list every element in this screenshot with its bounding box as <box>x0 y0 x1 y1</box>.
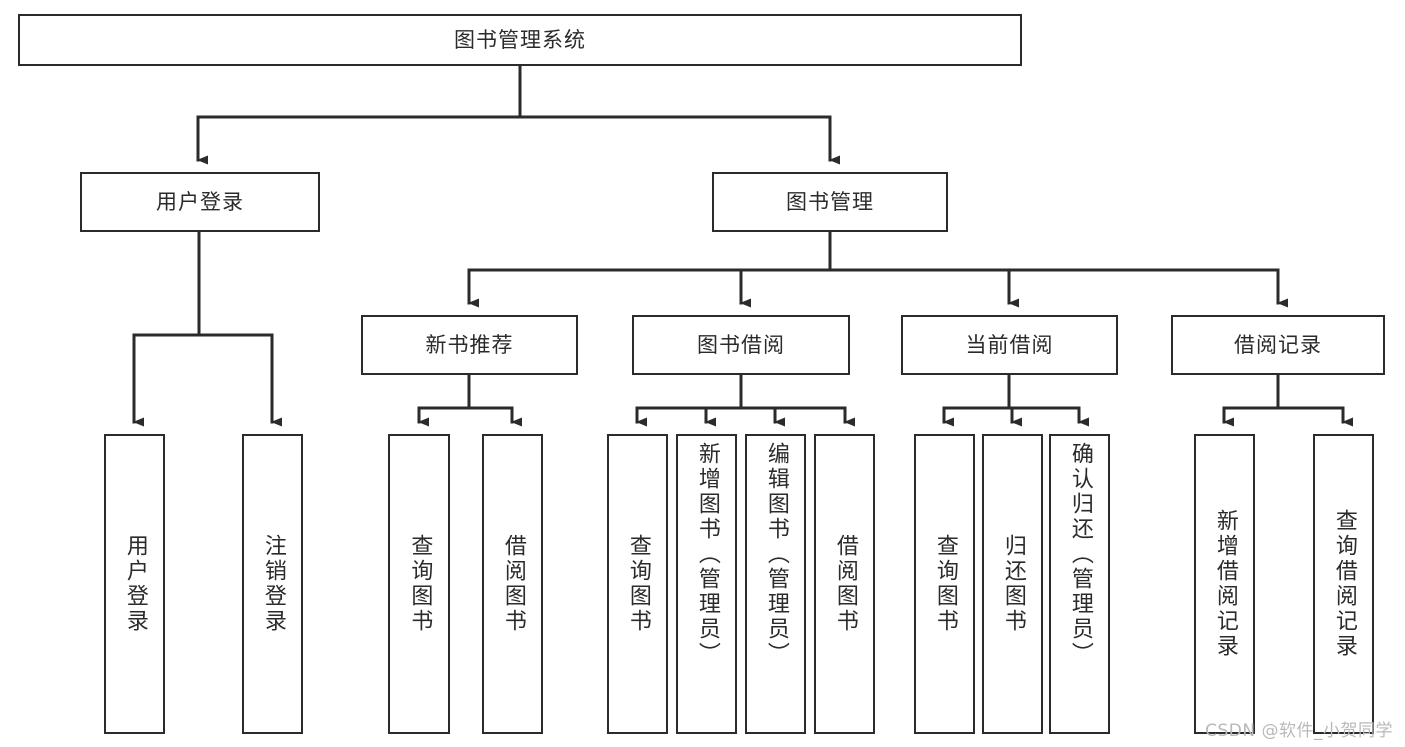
node-leaf-user-login[interactable]: 用户登录 <box>104 434 165 734</box>
node-leaf-borrow-book-1[interactable]: 借阅图书 <box>482 434 543 734</box>
node-leaf-borrow-book-2[interactable]: 借阅图书 <box>814 434 875 734</box>
csdn-watermark: CSDN @软件_小贺同学 <box>1205 721 1393 741</box>
node-book-manage-label: 图书管理 <box>786 189 874 214</box>
node-leaf-query-book-3-label: 查询图书 <box>932 534 958 634</box>
node-new-book-recommend[interactable]: 新书推荐 <box>361 315 578 375</box>
node-current-borrow-label: 当前借阅 <box>965 332 1054 357</box>
node-leaf-return-book[interactable]: 归还图书 <box>982 434 1043 734</box>
node-leaf-confirm-return-label: 确认归还（管理员） <box>1067 442 1093 667</box>
node-book-manage[interactable]: 图书管理 <box>712 172 948 232</box>
node-leaf-user-login-label: 用户登录 <box>122 534 148 634</box>
node-leaf-query-book-1-label: 查询图书 <box>407 534 433 634</box>
node-leaf-add-record[interactable]: 新增借阅记录 <box>1194 434 1255 734</box>
node-root[interactable]: 图书管理系统 <box>18 14 1022 66</box>
node-leaf-query-record[interactable]: 查询借阅记录 <box>1313 434 1374 734</box>
node-leaf-logout-label: 注销登录 <box>260 534 286 634</box>
node-borrow-record[interactable]: 借阅记录 <box>1171 315 1385 375</box>
node-leaf-query-record-label: 查询借阅记录 <box>1331 509 1357 659</box>
node-leaf-add-book[interactable]: 新增图书（管理员） <box>676 434 737 734</box>
node-leaf-edit-book[interactable]: 编辑图书（管理员） <box>745 434 806 734</box>
node-user-login[interactable]: 用户登录 <box>80 172 320 232</box>
node-current-borrow[interactable]: 当前借阅 <box>901 315 1118 375</box>
node-root-label: 图书管理系统 <box>454 27 586 52</box>
node-book-borrow[interactable]: 图书借阅 <box>632 315 850 375</box>
node-leaf-borrow-book-1-label: 借阅图书 <box>500 534 526 634</box>
node-leaf-logout[interactable]: 注销登录 <box>242 434 303 734</box>
node-leaf-query-book-1[interactable]: 查询图书 <box>388 434 450 734</box>
node-leaf-add-book-label: 新增图书（管理员） <box>694 442 720 667</box>
node-book-borrow-label: 图书借阅 <box>697 332 785 357</box>
node-borrow-record-label: 借阅记录 <box>1234 332 1322 357</box>
node-leaf-confirm-return[interactable]: 确认归还（管理员） <box>1049 434 1110 734</box>
node-leaf-query-book-3[interactable]: 查询图书 <box>914 434 975 734</box>
node-user-login-label: 用户登录 <box>156 189 244 214</box>
node-leaf-return-book-label: 归还图书 <box>1000 534 1026 634</box>
node-new-book-recommend-label: 新书推荐 <box>425 332 514 357</box>
node-leaf-borrow-book-2-label: 借阅图书 <box>832 534 858 634</box>
node-leaf-query-book-2-label: 查询图书 <box>625 534 651 634</box>
node-leaf-query-book-2[interactable]: 查询图书 <box>607 434 668 734</box>
node-leaf-add-record-label: 新增借阅记录 <box>1212 509 1238 659</box>
node-leaf-edit-book-label: 编辑图书（管理员） <box>763 442 789 667</box>
